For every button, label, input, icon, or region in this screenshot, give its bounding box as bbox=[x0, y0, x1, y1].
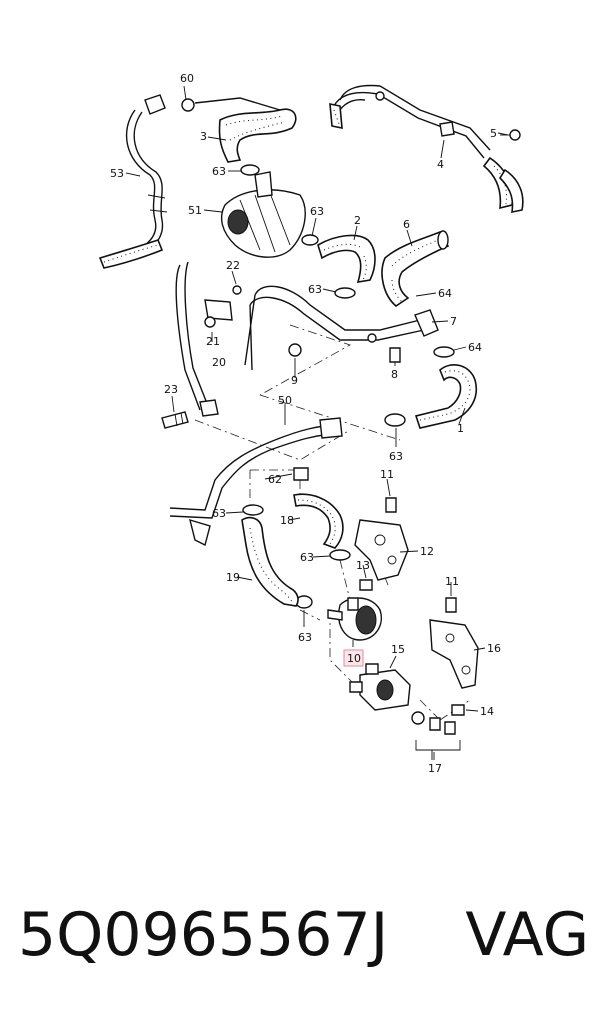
callout-60: 60 bbox=[180, 72, 194, 85]
callout-21: 21 bbox=[206, 335, 220, 348]
callout-50: 50 bbox=[278, 394, 292, 407]
hose-18 bbox=[293, 493, 344, 549]
callout-18: 18 bbox=[280, 514, 294, 527]
callout-20: 20 bbox=[212, 356, 226, 369]
hose-3 bbox=[181, 97, 297, 163]
nut-13 bbox=[359, 579, 373, 591]
pipe-7 bbox=[244, 285, 439, 371]
pump-15 bbox=[349, 663, 411, 711]
hose-2 bbox=[317, 234, 376, 283]
callout-17: 17 bbox=[428, 762, 442, 775]
bolt-11-lower bbox=[445, 597, 457, 613]
thermostat-housing-51 bbox=[220, 171, 306, 258]
callout-11: 11 bbox=[380, 468, 394, 481]
callout-63: 63 bbox=[300, 551, 314, 564]
sensor-23 bbox=[161, 411, 189, 429]
callout-63: 63 bbox=[310, 205, 324, 218]
highlight-box-10 bbox=[343, 649, 364, 667]
callout-53: 53 bbox=[110, 167, 124, 180]
fitting-9 bbox=[288, 343, 302, 357]
callout-leaders bbox=[125, 85, 509, 760]
callout-23: 23 bbox=[164, 383, 178, 396]
callout-3: 3 bbox=[200, 130, 207, 143]
callout-22: 22 bbox=[226, 259, 240, 272]
hose-1 bbox=[414, 346, 477, 429]
callout-19: 19 bbox=[226, 571, 240, 584]
exploded-parts-diagram: 60 3 53 63 51 63 2 6 5 4 22 63 64 7 64 2… bbox=[98, 72, 524, 775]
callout-51: 51 bbox=[188, 204, 202, 217]
callout-63: 63 bbox=[389, 450, 403, 463]
bracket-16 bbox=[429, 619, 479, 689]
callout-63: 63 bbox=[308, 283, 322, 296]
brand-name: VAG bbox=[465, 900, 590, 970]
callout-63: 63 bbox=[298, 631, 312, 644]
callout-6: 6 bbox=[403, 218, 410, 231]
callout-62: 62 bbox=[268, 473, 282, 486]
pipe-4 bbox=[329, 84, 524, 214]
bracket-12 bbox=[354, 519, 409, 581]
clamps-63 bbox=[240, 164, 406, 609]
callout-1: 1 bbox=[457, 422, 464, 435]
callout-7: 7 bbox=[450, 315, 457, 328]
callout-4: 4 bbox=[437, 158, 444, 171]
callout-5: 5 bbox=[490, 127, 497, 140]
callout-64: 64 bbox=[438, 287, 452, 300]
callout-13: 13 bbox=[356, 559, 370, 572]
pipe-20 bbox=[175, 261, 242, 417]
part-caption: 5Q0965567J VAG bbox=[18, 895, 590, 975]
callout-64: 64 bbox=[468, 341, 482, 354]
callout-15: 15 bbox=[391, 643, 405, 656]
hose-19 bbox=[241, 516, 299, 607]
callout-63: 63 bbox=[212, 507, 226, 520]
callout-14: 14 bbox=[480, 705, 494, 718]
pipe-50 bbox=[169, 417, 343, 547]
callout-2: 2 bbox=[354, 214, 361, 227]
fittings-17 bbox=[411, 711, 461, 760]
nut-14 bbox=[451, 704, 465, 716]
bolt-5 bbox=[500, 129, 521, 141]
callout-63: 63 bbox=[212, 165, 226, 178]
bolt-11-upper bbox=[385, 497, 397, 513]
callout-10: 10 bbox=[347, 652, 361, 665]
callout-9: 9 bbox=[291, 374, 298, 387]
callout-labels: 60 3 53 63 51 63 2 6 5 4 22 63 64 7 64 2… bbox=[110, 72, 501, 775]
auxiliary-water-pump-10 bbox=[327, 597, 382, 641]
callout-16: 16 bbox=[487, 642, 501, 655]
callout-11: 11 bbox=[445, 575, 459, 588]
clip-62 bbox=[293, 467, 309, 481]
callout-8: 8 bbox=[391, 368, 398, 381]
bolt-8 bbox=[389, 347, 401, 363]
pipe-53 bbox=[98, 94, 168, 269]
part-number: 5Q0965567J bbox=[18, 900, 389, 970]
callout-12: 12 bbox=[420, 545, 434, 558]
hose-6 bbox=[381, 230, 450, 307]
